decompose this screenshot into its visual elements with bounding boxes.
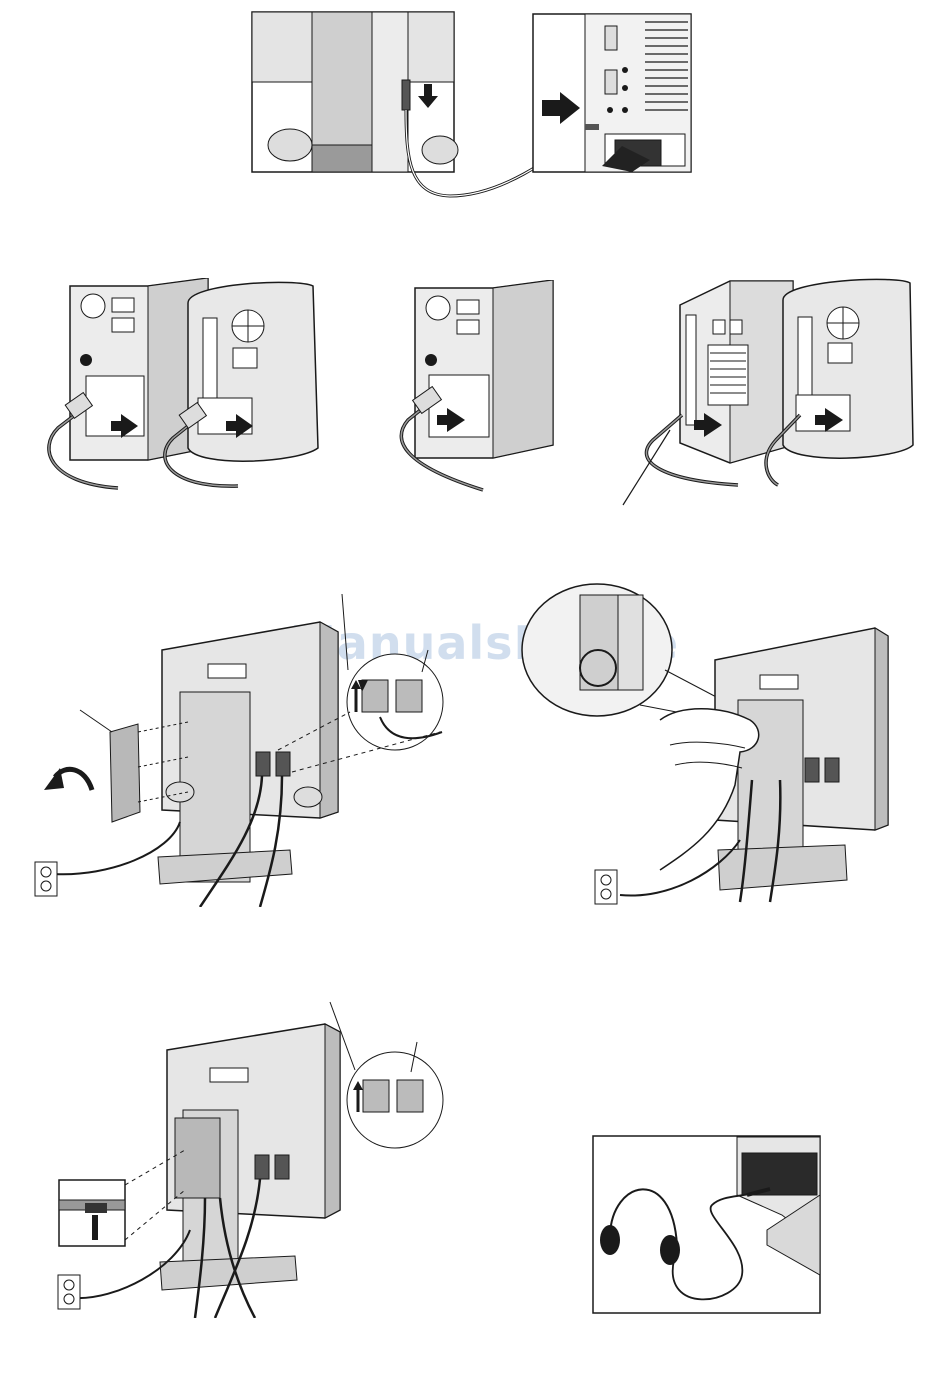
monitor-back-cover-drawing (30, 592, 470, 907)
monitor-back-cover-drawing (55, 1000, 460, 1318)
figure-mac-tower-connections (38, 278, 328, 493)
audio-jack-connection-drawing (250, 10, 695, 200)
figure-route-cables-through-stand (520, 580, 895, 910)
computer-tower-cable-drawing (393, 280, 568, 495)
figure-dual-tower-connection (618, 275, 916, 510)
computer-tower-cable-drawing (38, 278, 328, 493)
figure-pc-tower-connection (393, 280, 568, 495)
cable-management-hand-drawing (520, 580, 895, 910)
figure-headphones-connection (592, 1135, 822, 1315)
figure-remove-cable-cover (30, 592, 470, 907)
figure-audio-cable-to-pc (250, 10, 695, 200)
computer-tower-cable-drawing (618, 275, 916, 510)
figure-attach-cable-cover (55, 1000, 460, 1318)
headphones-icon (592, 1135, 822, 1315)
